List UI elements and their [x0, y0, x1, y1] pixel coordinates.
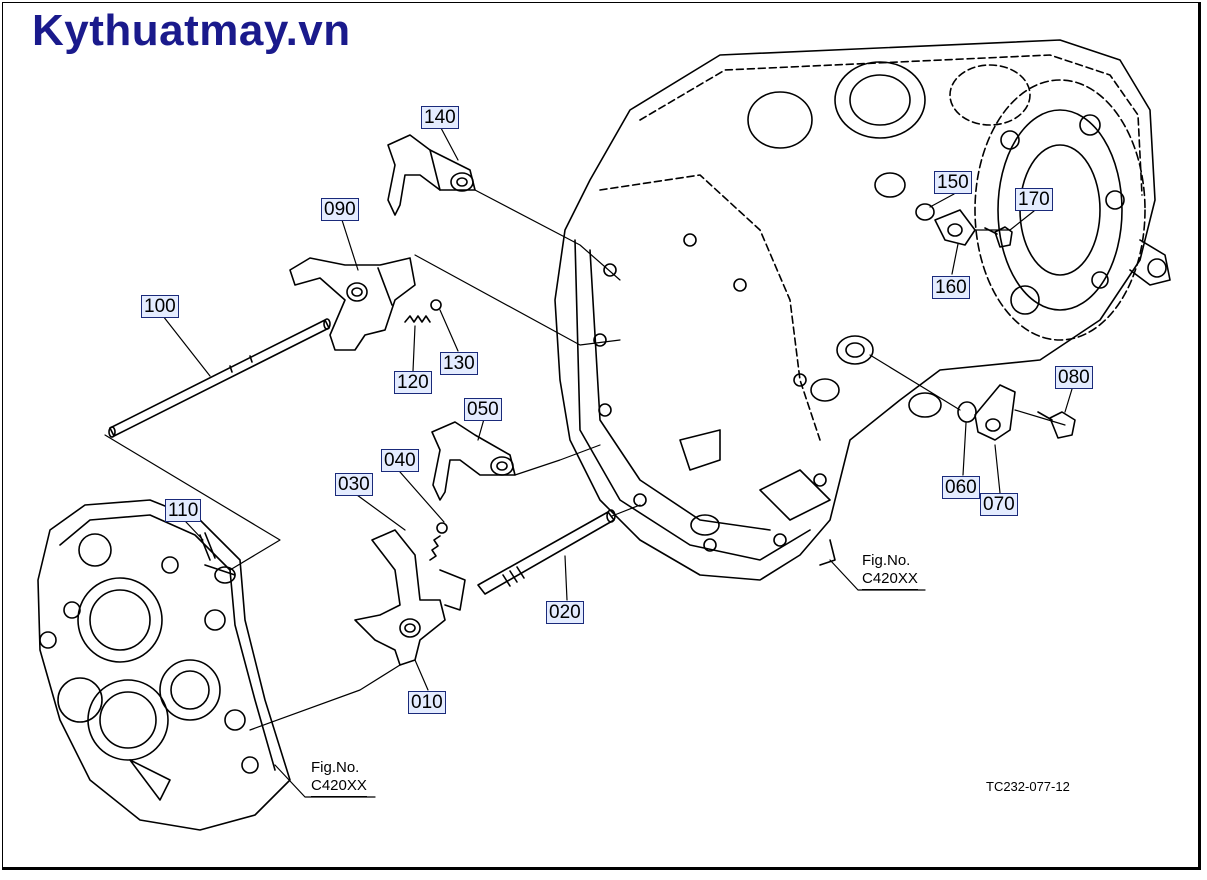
callout-030: 030	[335, 473, 373, 496]
figure-ref-number: C420XX	[311, 777, 367, 797]
ball-130	[430, 299, 442, 311]
callout-130: 130	[440, 352, 478, 375]
ball-040	[436, 522, 448, 534]
callout-050: 050	[464, 398, 502, 421]
figure-ref-title: Fig.No.	[862, 552, 911, 569]
spring-120	[404, 315, 431, 323]
front-case	[37, 499, 291, 831]
callout-090: 090	[321, 198, 359, 221]
figure-ref-left: Fig.No. C420XX	[311, 759, 367, 797]
plate-070	[974, 384, 1016, 441]
callout-120: 120	[394, 371, 432, 394]
callout-150: 150	[934, 171, 972, 194]
o-ring-060	[957, 401, 977, 423]
figure-ref-number: C420XX	[862, 570, 918, 590]
callout-060: 060	[942, 476, 980, 499]
spring-030	[429, 535, 441, 561]
figure-ref-right: Fig.No. C420XX	[862, 552, 918, 590]
diagram-frame	[2, 2, 1201, 870]
callout-070: 070	[980, 493, 1018, 516]
plate-160	[934, 209, 976, 246]
callout-110: 110	[165, 499, 202, 522]
transmission-housing	[554, 39, 1171, 581]
callout-140: 140	[421, 106, 459, 129]
shift-fork-090	[289, 257, 416, 351]
bolt-080	[1037, 411, 1076, 439]
shift-fork-010	[354, 529, 466, 666]
bolt-170	[984, 226, 1013, 248]
callout-170: 170	[1015, 188, 1053, 211]
o-ring-150	[915, 203, 935, 221]
leader-lines	[104, 127, 1073, 798]
shift-arm-140	[387, 134, 476, 216]
figure-ref-title: Fig.No.	[311, 759, 360, 776]
callout-160: 160	[932, 276, 970, 299]
shift-rod-100	[108, 318, 331, 438]
site-logo: Kythuatmay.vn	[32, 6, 351, 55]
callout-010: 010	[408, 691, 446, 714]
shift-rod-020	[477, 509, 616, 595]
callout-040: 040	[381, 449, 419, 472]
callout-100: 100	[141, 295, 179, 318]
drawing-number: TC232-077-12	[986, 779, 1070, 794]
callout-080: 080	[1055, 366, 1093, 389]
shift-arm-050	[431, 421, 516, 501]
callout-020: 020	[546, 601, 584, 624]
